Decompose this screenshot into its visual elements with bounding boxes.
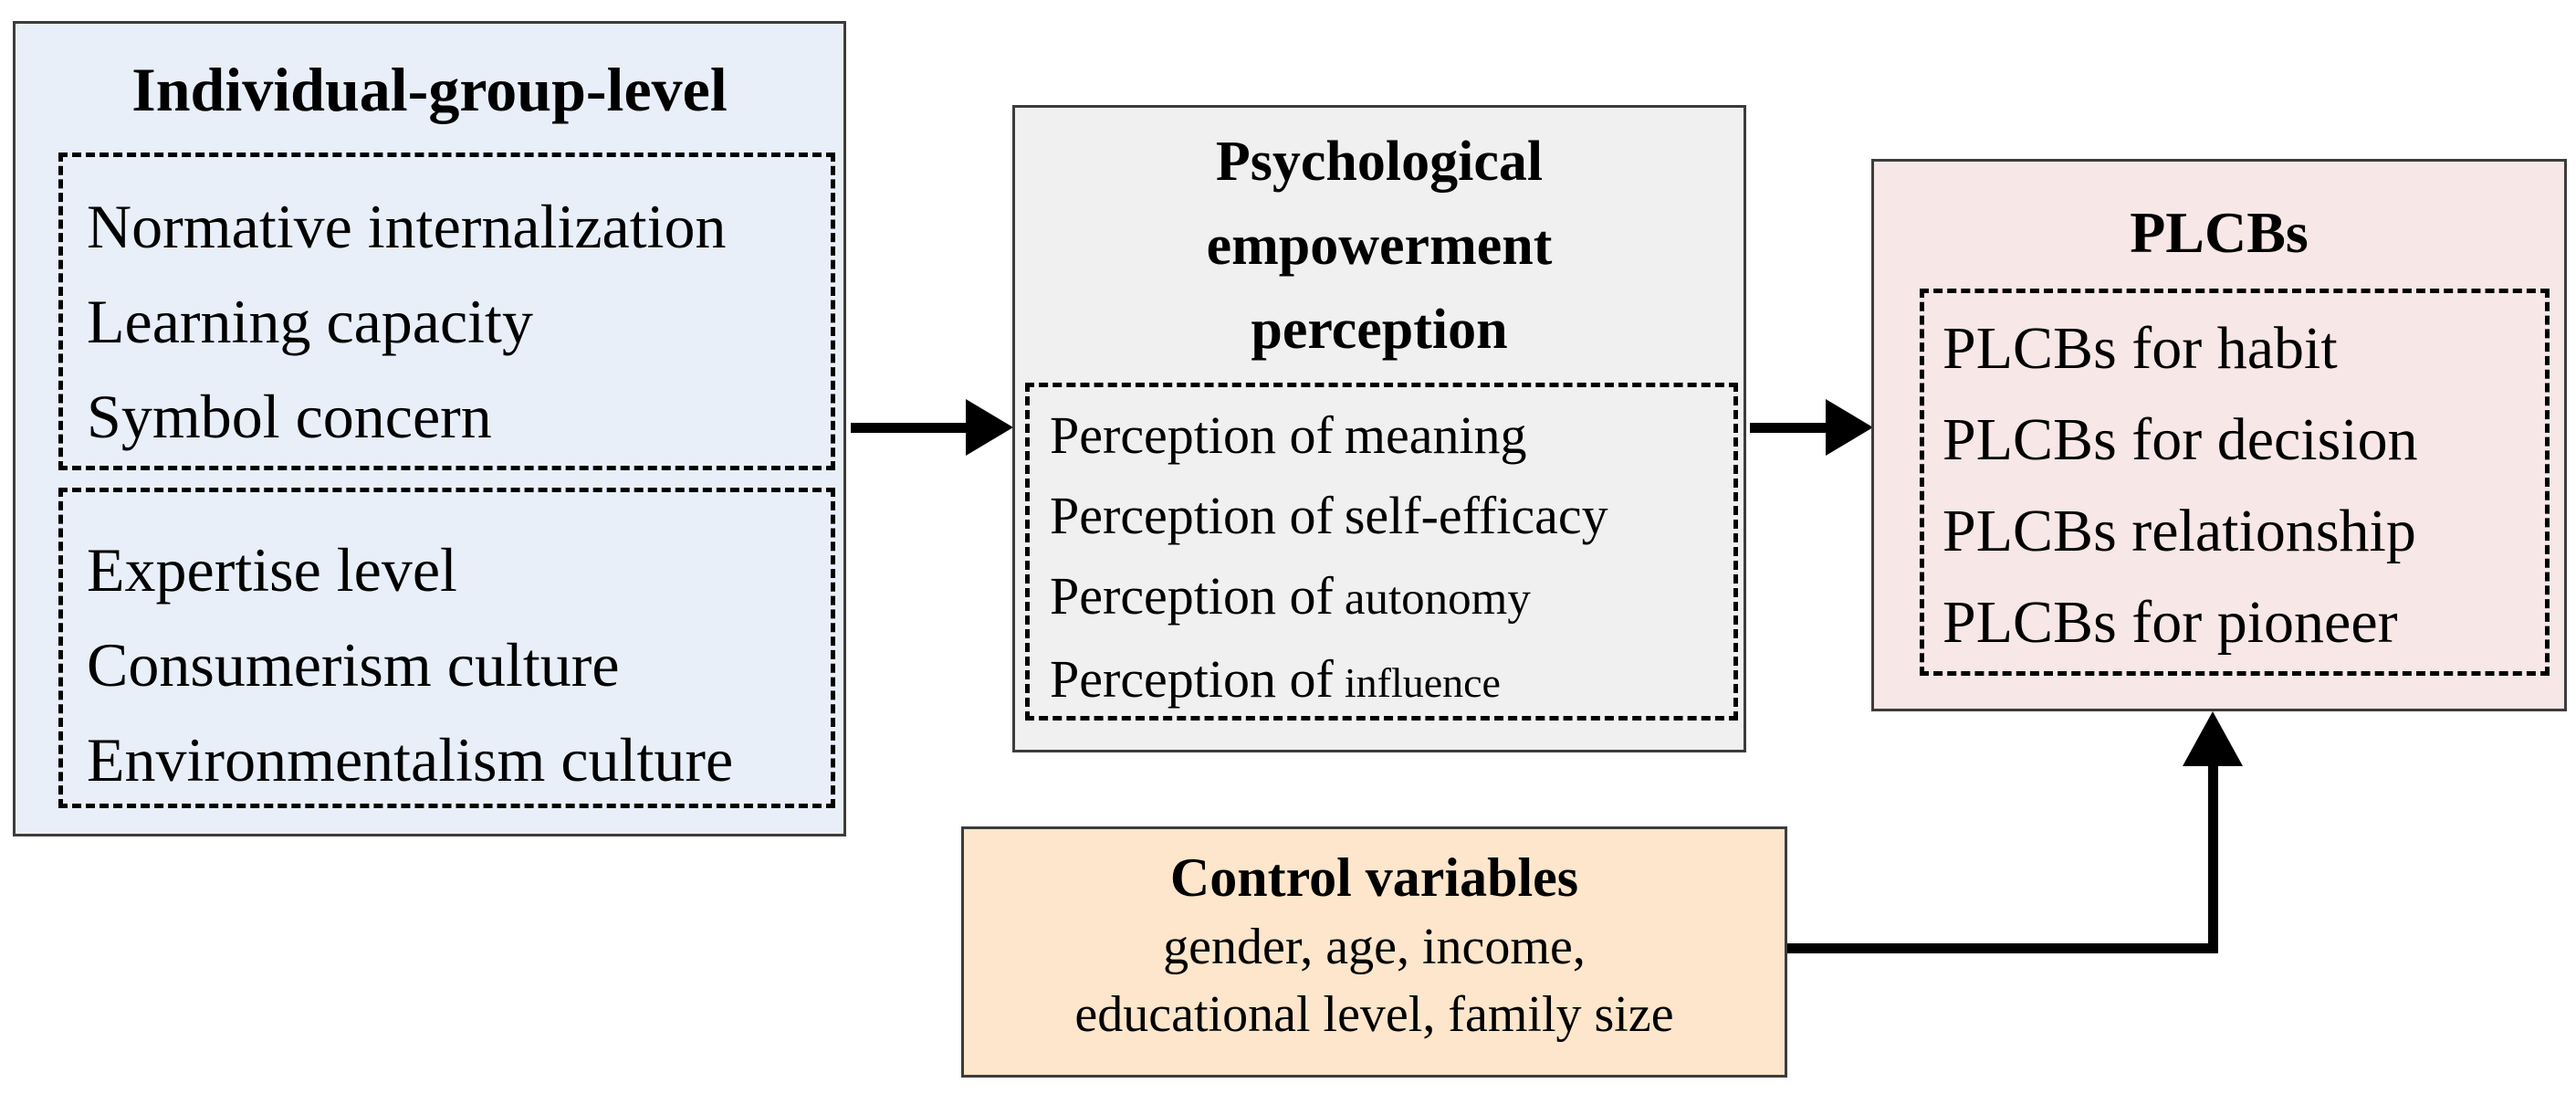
item-term: meaning — [1344, 405, 1527, 465]
control-variables-line: educational level, family size — [1074, 986, 1674, 1043]
connector-vertical-segment — [2208, 765, 2218, 953]
list-item: Symbol concern — [87, 382, 492, 451]
title-line: empowerment — [1206, 215, 1553, 277]
control-variables-line: gender, age, income, — [1163, 919, 1586, 975]
psychological-empowerment-box: Psychological empowerment perception Per… — [1012, 105, 1746, 752]
connector-horizontal-segment — [1787, 943, 2218, 953]
list-item: Learning capacity — [87, 287, 533, 356]
list-item: PLCBs relationship — [1942, 498, 2416, 564]
arrow-shaft — [851, 423, 968, 433]
item-lead: Perception of — [1050, 649, 1334, 709]
item-term: influence — [1344, 659, 1501, 706]
list-item: Normative internalization — [87, 192, 727, 261]
antecedents-group-1: Normative internalization Learning capac… — [58, 153, 835, 470]
plcbs-box: PLCBs PLCBs for habit PLCBs for decision… — [1871, 159, 2567, 711]
individual-group-level-box: Individual-group-level Normative interna… — [13, 21, 846, 836]
individual-group-level-title: Individual-group-level — [131, 55, 728, 124]
item-lead: Perception of — [1050, 405, 1334, 465]
list-item: Environmentalism culture — [87, 725, 734, 794]
antecedents-group-2: Expertise level Consumerism culture Envi… — [58, 488, 835, 808]
item-lead: Perception of — [1050, 566, 1334, 626]
plcbs-title: PLCBs — [2130, 200, 2309, 265]
psychological-empowerment-title: Psychological empowerment perception — [1015, 120, 1744, 372]
title-line: perception — [1251, 299, 1508, 361]
title-line: Psychological — [1215, 131, 1544, 193]
arrow-up-icon — [2183, 711, 2243, 766]
list-item: PLCBs for habit — [1942, 315, 2338, 382]
item-term: self-efficacy — [1344, 486, 1608, 545]
control-variables-title: Control variables — [1169, 847, 1579, 908]
item-lead: Perception of — [1050, 486, 1334, 545]
control-variables-list: gender, age, income, educational level, … — [964, 913, 1785, 1048]
control-variables-box: Control variables gender, age, income, e… — [961, 826, 1787, 1078]
plcbs-group: PLCBs for habit PLCBs for decision PLCBs… — [1920, 289, 2550, 676]
list-item: PLCBs for pioneer — [1942, 589, 2398, 656]
item-term: autonomy — [1344, 573, 1531, 625]
list-item: Consumerism culture — [87, 630, 620, 700]
arrow-right-icon — [1826, 399, 1873, 456]
list-item: Expertise level — [87, 535, 457, 605]
arrow-right-icon — [966, 399, 1013, 456]
arrow-shaft — [1750, 423, 1827, 433]
list-item: PLCBs for decision — [1942, 406, 2418, 473]
